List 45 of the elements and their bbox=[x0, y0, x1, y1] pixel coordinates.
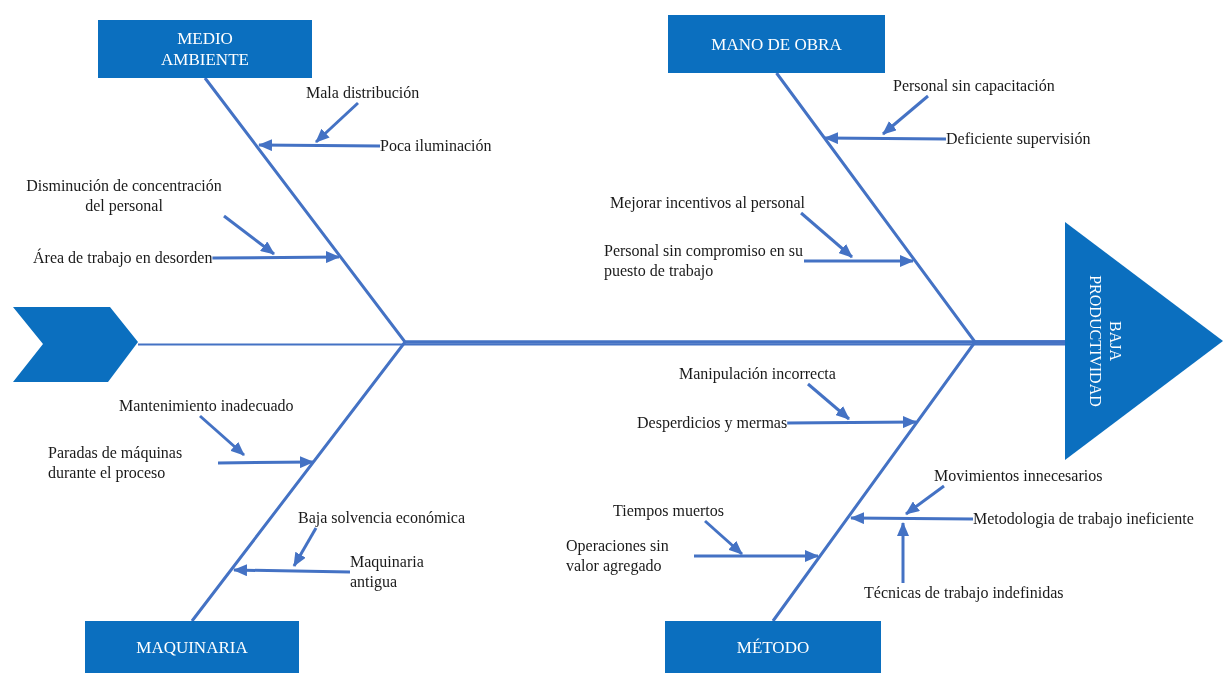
sub-cause-arrow bbox=[314, 101, 360, 144]
sub-cause-arrow bbox=[223, 214, 275, 256]
cause-label: Personal sin compromiso en su puesto de trabajo bbox=[604, 241, 804, 281]
cause-label: Mala distribución bbox=[306, 83, 420, 103]
cause-label: Técnicas de trabajo indefinidas bbox=[864, 583, 1064, 603]
cause-label: Desperdicios y mermas bbox=[637, 413, 788, 433]
sub-cause-arrow bbox=[704, 519, 743, 556]
cause-arrow bbox=[212, 251, 340, 264]
effect-label: BAJA PRODUCTIVIDAD bbox=[1086, 274, 1125, 409]
cause-label: Metodologia de trabajo ineficiente bbox=[973, 509, 1194, 529]
sub-cause-arrow bbox=[807, 382, 850, 421]
cause-label: Maquinaria antigua bbox=[350, 552, 445, 592]
cause-label: Personal sin capacitación bbox=[893, 76, 1055, 96]
category-box: MANO DE OBRA bbox=[668, 15, 885, 73]
category-box: MÉTODO bbox=[665, 621, 881, 673]
cause-label: Operaciones sin valor agregado bbox=[566, 536, 694, 576]
spine-line bbox=[137, 343, 1066, 346]
category-box: MAQUINARIA bbox=[85, 621, 299, 673]
bone-line bbox=[771, 340, 1065, 622]
cause-label: Poca iluminación bbox=[380, 136, 492, 156]
cause-label: Paradas de máquinas durante el proceso bbox=[48, 443, 218, 483]
cause-label: Manipulación incorrecta bbox=[679, 364, 836, 384]
cause-arrow bbox=[787, 416, 917, 429]
cause-arrow bbox=[218, 456, 314, 469]
cause-arrow bbox=[233, 564, 351, 577]
cause-label: Área de trabajo en desorden bbox=[33, 248, 213, 268]
cause-label: Deficiente supervisión bbox=[946, 129, 1091, 149]
cause-arrow bbox=[694, 550, 819, 562]
sub-cause-arrow bbox=[897, 522, 909, 583]
cause-label: Baja solvencia económica bbox=[298, 508, 466, 528]
sub-cause-arrow bbox=[905, 484, 945, 516]
cause-label: Mantenimiento inadecuado bbox=[119, 396, 294, 416]
cause-label: Movimientos innecesarios bbox=[934, 466, 1103, 486]
sub-cause-arrow bbox=[800, 211, 853, 259]
cause-arrow bbox=[804, 255, 914, 267]
category-box: MEDIO AMBIENTE bbox=[98, 20, 312, 78]
cause-label: Tiempos muertos bbox=[613, 501, 724, 521]
sub-cause-arrow bbox=[882, 94, 929, 136]
cause-arrow bbox=[258, 139, 380, 152]
cause-label: Disminución de concentración del personal bbox=[18, 176, 230, 216]
sub-cause-arrow bbox=[292, 527, 318, 567]
cause-arrow bbox=[850, 512, 973, 525]
cause-label: Mejorar incentivos al personal bbox=[610, 193, 806, 213]
sub-cause-arrow bbox=[199, 414, 245, 457]
cause-arrow bbox=[824, 132, 946, 145]
